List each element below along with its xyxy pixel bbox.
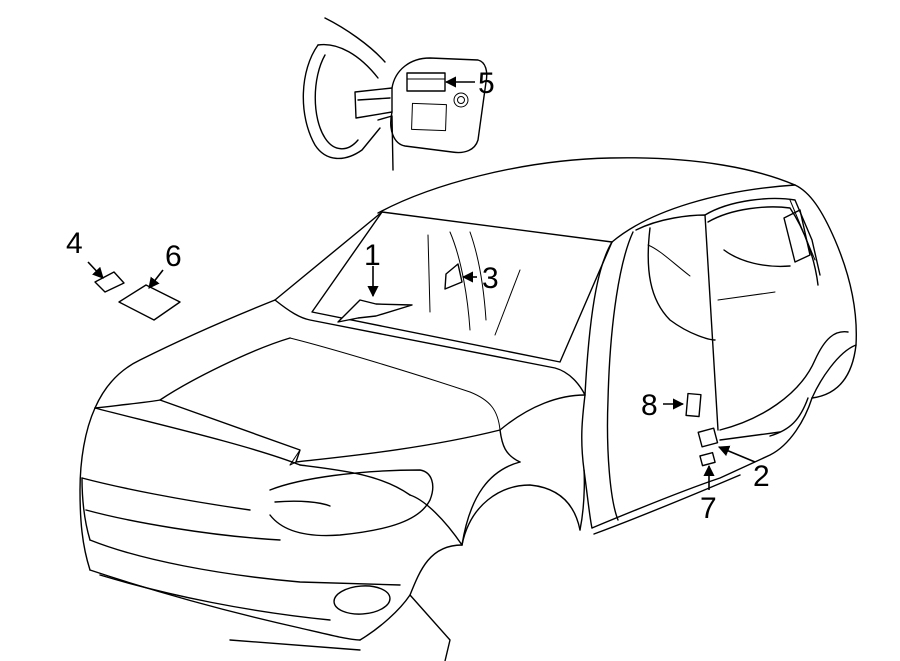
fuel-door-inset xyxy=(302,17,488,171)
label-4-sticker xyxy=(94,271,125,293)
label-6-sticker xyxy=(118,284,181,321)
callout-6: 6 xyxy=(165,240,182,273)
callout-4: 4 xyxy=(66,227,83,260)
callout-8: 8 xyxy=(641,389,658,422)
label-2-sticker xyxy=(697,427,719,448)
callout-2: 2 xyxy=(753,460,770,493)
callout-3: 3 xyxy=(482,262,499,295)
label-7-sticker xyxy=(699,451,716,467)
callout-1: 1 xyxy=(364,239,381,272)
fuel-door-label-5 xyxy=(406,72,446,92)
vehicle-body-outline xyxy=(79,157,857,661)
label-8-sticker xyxy=(685,392,702,418)
callout-5: 5 xyxy=(478,67,495,100)
label-3-sticker xyxy=(444,263,463,290)
label-1-sticker xyxy=(337,299,413,323)
callout-7: 7 xyxy=(700,492,717,525)
callout-arrows xyxy=(87,76,756,490)
